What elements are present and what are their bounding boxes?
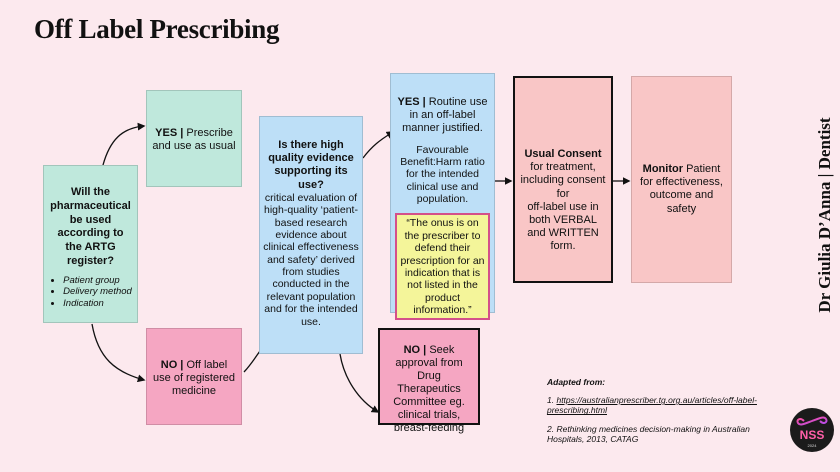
consent-desc-2: off-label use in both VERBAL and WRITTEN… <box>527 200 599 253</box>
consent-text: Usual Consent for treatment, including c… <box>519 148 607 254</box>
onus-quote: “The onus is on the prescriber to defend… <box>395 213 490 321</box>
monitor-desc: Patient for effectiveness, outcome and s… <box>640 163 723 215</box>
no-label: NO | <box>160 359 184 371</box>
question-evidence: Is there high quality evidence supportin… <box>268 139 354 191</box>
question-artg: Will the pharmaceutical be used accordin… <box>50 186 131 267</box>
yes-routine-box: YES | Routine use in an off-label manner… <box>390 73 495 321</box>
nss-logo: NSS 2024 <box>790 408 834 452</box>
reference-1-link[interactable]: https://australianprescriber.tg.org.au/a… <box>547 395 757 416</box>
reference-1: 1. https://australianprescriber.tg.org.a… <box>547 395 762 415</box>
artg-criteria-item: Patient group <box>63 275 132 287</box>
no-approval-desc: Seek approval from Drug Therapeutics Com… <box>393 344 465 434</box>
artg-criteria-item: Indication <box>63 298 132 310</box>
question-artg-box: Will the pharmaceutical be used accordin… <box>43 165 138 323</box>
consent-desc-1: for treatment, including consent for <box>520 161 606 200</box>
page-title: Off Label Prescribing <box>34 14 280 44</box>
artg-criteria-item: Delivery method <box>63 286 132 298</box>
benefit-harm-text: Favourable Benefit:Harm ratio for the in… <box>400 143 485 206</box>
monitor-box: Monitor Patient for effectiveness, outco… <box>631 76 732 283</box>
infinity-icon: NSS 2024 <box>796 416 828 448</box>
yes-prescribe-box: YES | Prescribe and use as usual <box>146 90 242 187</box>
arrow-q1-to-no1 <box>91 323 146 383</box>
arrow-q1-to-yes1 <box>102 122 146 166</box>
no-approval-text: NO | Seek approval from Drug Therapeutic… <box>384 344 474 435</box>
artg-criteria-list: Patient group Delivery method Indication <box>49 275 132 311</box>
no-offlabel-desc: Off label use of registered medicine <box>153 359 235 398</box>
arrow-q2-to-no2 <box>339 353 380 413</box>
yes-prescribe-desc: Prescribe and use as usual <box>152 127 236 153</box>
yes-routine-desc: Routine use in an off-label manner justi… <box>402 96 488 135</box>
yes-label: YES | <box>155 127 184 139</box>
reference-2: 2. Rethinking medicines decision-making … <box>547 423 750 444</box>
question-evidence-box: Is there high quality evidence supportin… <box>259 116 363 354</box>
consent-bold: Usual Consent <box>524 148 602 160</box>
yes-label-2: YES | <box>397 96 426 108</box>
logo-year: 2024 <box>808 443 818 448</box>
yes-prescribe-text: YES | Prescribe and use as usual <box>151 127 237 153</box>
monitor-text: Monitor Patient for effectiveness, outco… <box>636 163 727 216</box>
author-name: Dr Giulia D’Anna | Dentist <box>815 117 834 313</box>
reference-1-number: 1. <box>547 395 555 406</box>
no-approval-box: NO | Seek approval from Drug Therapeutic… <box>378 328 480 434</box>
logo-text: NSS <box>800 428 825 442</box>
no-label-2: NO | <box>403 344 427 356</box>
author-sidebar: Dr Giulia D’Anna | Dentist <box>808 60 840 370</box>
yes-routine-text: YES | Routine use in an off-label manner… <box>395 96 490 136</box>
usual-consent-box: Usual Consent for treatment, including c… <box>513 76 613 283</box>
references: Adapted from: 1. https://australianpresc… <box>547 377 762 452</box>
evidence-description: critical evaluation of high-quality ‘pat… <box>263 191 359 328</box>
arrow-q2-to-yes2 <box>362 131 395 159</box>
no-offlabel-text: NO | Off label use of registered medicin… <box>151 359 237 399</box>
no-offlabel-box: NO | Off label use of registered medicin… <box>146 328 242 425</box>
references-heading: Adapted from: <box>547 377 606 387</box>
monitor-bold: Monitor <box>642 163 683 175</box>
